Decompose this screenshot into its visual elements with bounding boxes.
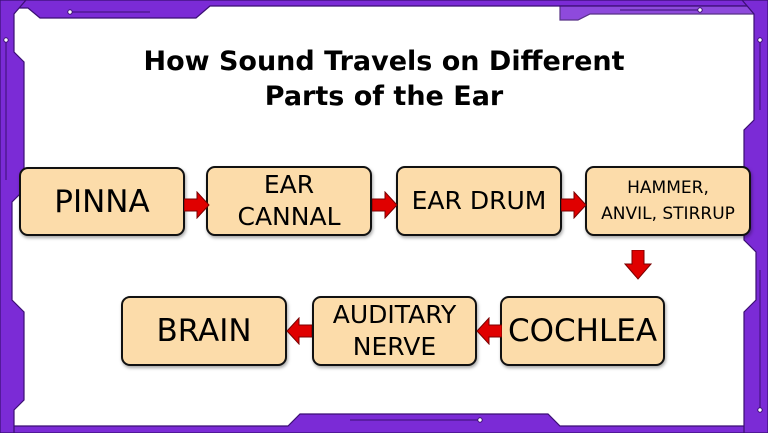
step-label-line-1: EAR bbox=[263, 170, 315, 199]
arrow-down-icon bbox=[624, 250, 652, 280]
step-cochlea: COCHLEA bbox=[500, 296, 665, 366]
step-ear-cannal: EAR CANNAL bbox=[206, 166, 372, 236]
step-ear-drum: EAR DRUM bbox=[396, 166, 562, 236]
step-brain: BRAIN bbox=[121, 296, 287, 366]
step-label: EAR DRUM bbox=[411, 186, 547, 215]
arrow-left-icon bbox=[476, 317, 502, 345]
arrow-right-icon bbox=[184, 191, 210, 219]
step-label-line-2: CANNAL bbox=[237, 202, 341, 231]
step-pinna: PINNA bbox=[19, 167, 185, 236]
step-label: BRAIN bbox=[156, 313, 252, 349]
step-label-line-1: AUDITARY bbox=[332, 300, 457, 329]
slide-title: How Sound Travels on Different Parts of … bbox=[84, 44, 684, 114]
step-ossicles: HAMMER, ANVIL, STIRRUP bbox=[585, 166, 751, 236]
step-label-line-2: ANVIL, STIRRUP bbox=[601, 204, 735, 224]
step-label: PINNA bbox=[54, 183, 150, 220]
step-label: COCHLEA bbox=[507, 313, 658, 349]
step-label-line-2: NERVE bbox=[352, 332, 437, 361]
arrow-left-icon bbox=[286, 317, 312, 345]
step-label-line-1: HAMMER, bbox=[627, 178, 709, 198]
title-line-1: How Sound Travels on Different bbox=[143, 46, 625, 77]
arrow-right-icon bbox=[372, 191, 398, 219]
arrow-right-icon bbox=[561, 191, 587, 219]
title-line-2: Parts of the Ear bbox=[264, 81, 504, 112]
step-auditary-nerve: AUDITARY NERVE bbox=[312, 296, 477, 366]
